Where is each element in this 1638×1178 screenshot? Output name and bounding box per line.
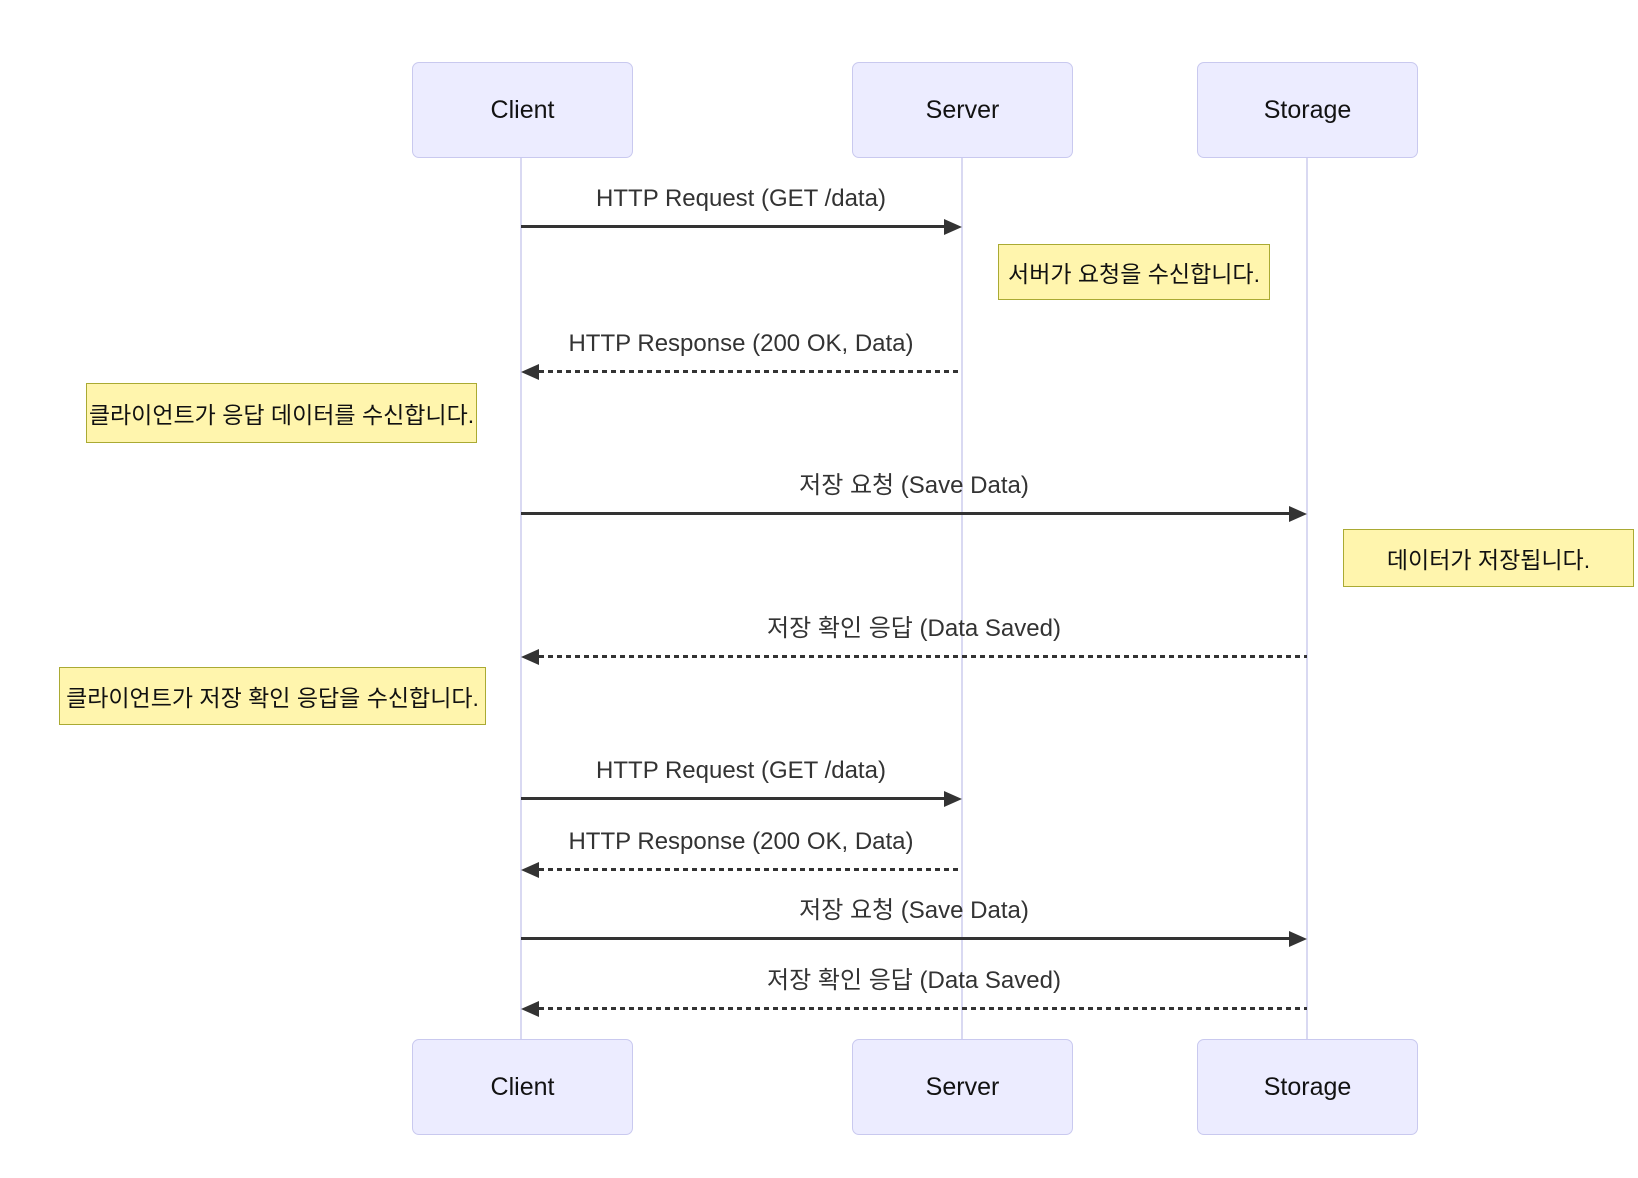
message-label-http-request-1: HTTP Request (GET /data) [596, 185, 886, 212]
lifeline-storage [1306, 158, 1308, 1039]
message-line-2 [539, 370, 962, 373]
note-server-receives-request: 서버가 요청을 수신합니다. [998, 244, 1270, 300]
message-line-8 [539, 1007, 1307, 1010]
arrowhead-left-icon [521, 1001, 539, 1017]
message-line-5 [521, 797, 944, 800]
actor-box-client-top: Client [412, 62, 633, 158]
actor-label-client: Client [490, 1072, 555, 1101]
message-line-6 [539, 868, 962, 871]
message-label-save-confirm-1: 저장 확인 응답 (Data Saved) [767, 615, 1061, 642]
note-text: 서버가 요청을 수신합니다. [1008, 261, 1260, 287]
message-line-3 [521, 512, 1289, 515]
note-text: 클라이언트가 응답 데이터를 수신합니다. [88, 402, 475, 428]
note-client-receives-response: 클라이언트가 응답 데이터를 수신합니다. [86, 383, 477, 443]
note-text: 클라이언트가 저장 확인 응답을 수신합니다. [66, 685, 479, 711]
actor-box-client-bottom: Client [412, 1039, 633, 1135]
arrowhead-right-icon [1289, 931, 1307, 947]
message-label-http-request-2: HTTP Request (GET /data) [596, 757, 886, 784]
message-label-http-response-2: HTTP Response (200 OK, Data) [568, 828, 914, 855]
message-line-1 [521, 225, 944, 228]
arrowhead-left-icon [521, 364, 539, 380]
actor-label-server: Server [925, 95, 1000, 124]
actor-box-server-top: Server [852, 62, 1073, 158]
actor-label-storage: Storage [1263, 1072, 1352, 1101]
actor-box-storage-bottom: Storage [1197, 1039, 1418, 1135]
arrowhead-right-icon [944, 791, 962, 807]
note-data-saved: 데이터가 저장됩니다. [1343, 529, 1634, 587]
arrowhead-right-icon [944, 219, 962, 235]
message-label-http-response-1: HTTP Response (200 OK, Data) [568, 330, 914, 357]
message-line-4 [539, 655, 1307, 658]
arrowhead-left-icon [521, 862, 539, 878]
actor-box-storage-top: Storage [1197, 62, 1418, 158]
note-text: 데이터가 저장됩니다. [1386, 547, 1591, 573]
message-label-save-request-1: 저장 요청 (Save Data) [799, 472, 1029, 499]
message-line-7 [521, 937, 1289, 940]
actor-box-server-bottom: Server [852, 1039, 1073, 1135]
message-label-save-confirm-2: 저장 확인 응답 (Data Saved) [767, 967, 1061, 994]
message-label-save-request-2: 저장 요청 (Save Data) [799, 897, 1029, 924]
lifeline-server [961, 158, 963, 1039]
actor-label-server: Server [925, 1072, 1000, 1101]
actor-label-client: Client [490, 95, 555, 124]
arrowhead-left-icon [521, 649, 539, 665]
note-client-receives-save-confirm: 클라이언트가 저장 확인 응답을 수신합니다. [59, 667, 486, 725]
lifeline-client [520, 158, 522, 1039]
actor-label-storage: Storage [1263, 95, 1352, 124]
arrowhead-right-icon [1289, 506, 1307, 522]
